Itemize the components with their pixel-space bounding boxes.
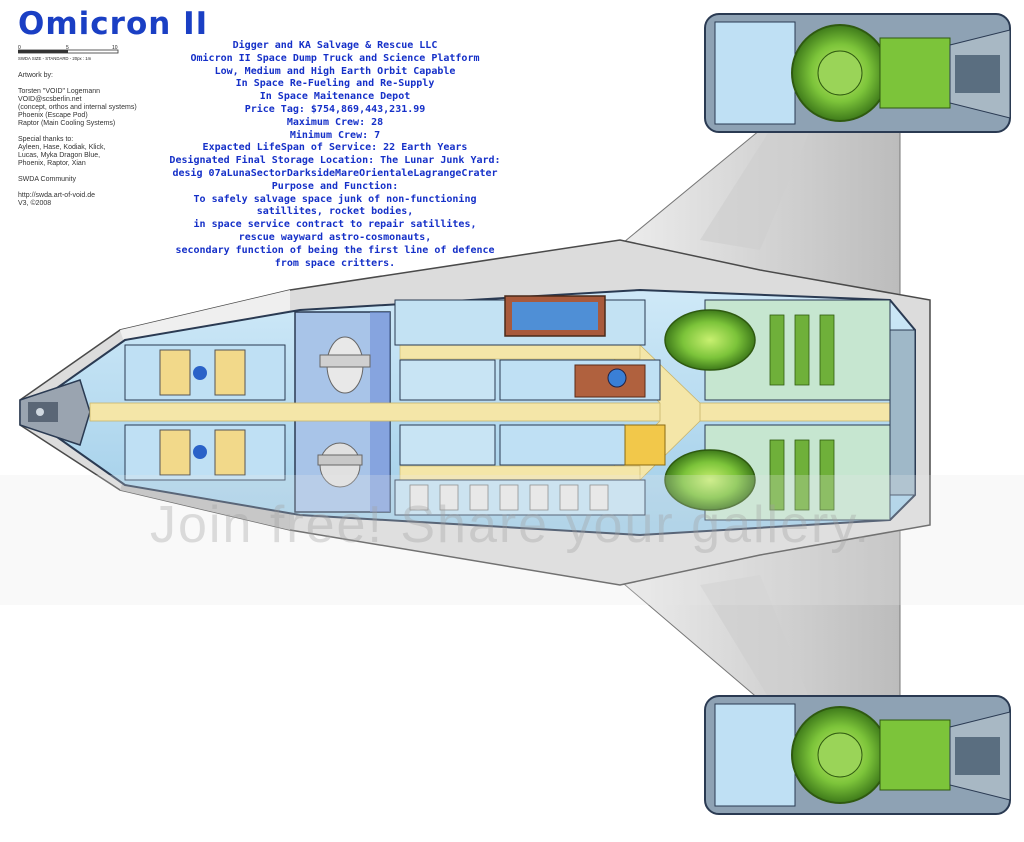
- main-corridor: [89, 402, 901, 422]
- nose-section: [19, 379, 91, 446]
- credits-thanks-line: Lucas, Myka Dragon Blue,: [18, 152, 101, 159]
- desc-line: To safely salvage space junk of non-func…: [193, 193, 477, 205]
- credits-block: Artwork by: Torsten "VOID" Logemann VOID…: [18, 72, 168, 208]
- desc-line: Maximum Crew: 28: [286, 116, 384, 128]
- credits-artist-line: Torsten "VOID" Logemann: [18, 88, 101, 95]
- credits-thanks-heading: Special thanks to:: [18, 136, 74, 143]
- desc-line: Digger and KA Salvage & Rescue LLC: [232, 40, 438, 51]
- scale-tick-0: 0: [18, 45, 21, 51]
- desc-line: Omicron II Space Dump Truck and Science …: [190, 52, 480, 64]
- upper-engine-pod: [704, 13, 1011, 133]
- credits-artist-line: Phoenix (Escape Pod): [18, 112, 88, 119]
- desc-line: Price Tag: $754,869,443,231.99: [244, 103, 426, 115]
- credits-community: SWDA Community: [18, 176, 76, 183]
- credits-artwork-heading: Artwork by:: [18, 72, 54, 79]
- watermark-band: [0, 475, 1024, 605]
- scale-tick-5: 5: [66, 45, 69, 51]
- desc-line: rescue wayward astro-cosmonauts,: [238, 231, 432, 243]
- pool-water: [512, 302, 598, 330]
- desc-line: Minimum Crew: 7: [289, 129, 381, 141]
- desc-line: desig 07aLunaSectorDarksideMareOrientale…: [172, 167, 498, 179]
- desc-line: in space service contract to repair sati…: [193, 219, 477, 231]
- shuttle-upper: [319, 336, 371, 394]
- desc-line: satillites, rocket bodies,: [256, 206, 414, 218]
- credits-artist-line: Raptor (Main Cooling Systems): [18, 120, 116, 127]
- scale-tick-10: 10: [112, 45, 118, 51]
- credits-url[interactable]: http://swda.art-of-void.de: [18, 192, 96, 199]
- watermark-text: Join free! Share your gallery.: [150, 496, 871, 554]
- forward-quarters: [124, 344, 286, 481]
- desc-line: Low, Medium and High Earth Orbit Capable: [214, 65, 456, 77]
- desc-line: Expacted LifeSpan of Service: 22 Earth Y…: [202, 142, 468, 154]
- desc-line: In Space Re-Fueling and Re-Supply: [235, 78, 435, 90]
- shuttle-lower: [317, 442, 363, 488]
- center-module: [394, 295, 666, 516]
- scale-caption: SWDA SIZE - STANDARD - 20px : 1m: [18, 56, 92, 61]
- reactor-dome-upper: [664, 309, 756, 371]
- reactor-dome-lower: [664, 449, 756, 511]
- desc-line: secondary function of being the first li…: [175, 244, 495, 256]
- galley-floor: [624, 424, 666, 466]
- credits-version: V3, ©2008: [18, 200, 52, 207]
- desc-line: from space critters.: [274, 257, 396, 269]
- desc-line: Designated Final Storage Location: The L…: [169, 155, 501, 167]
- lower-engine-pod: [704, 695, 1011, 815]
- credits-artist-line: VOID@scsberlin.net: [18, 96, 82, 103]
- page-title: Omicron II: [18, 6, 209, 42]
- credits-thanks-line: Phoenix, Raptor, Xian: [18, 160, 86, 167]
- aft-engineering: [664, 299, 916, 521]
- credits-thanks-line: Ayleen, Hase, Kodiak, Klick,: [18, 144, 106, 151]
- desc-line: In Space Maitenance Depot: [259, 91, 411, 103]
- desc-line: Purpose and Function:: [271, 180, 399, 192]
- credits-artist-line: (concept, orthos and internal systems): [18, 104, 137, 111]
- scale-bar: 0 5 10 SWDA SIZE - STANDARD - 20px : 1m: [18, 45, 119, 61]
- ship-description: Digger and KA Salvage & Rescue LLC Omicr…: [150, 40, 520, 270]
